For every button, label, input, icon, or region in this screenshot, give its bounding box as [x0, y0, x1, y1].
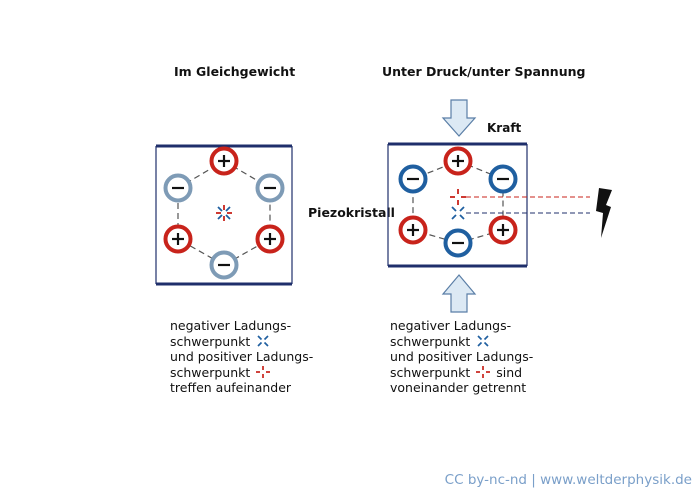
positive-charge-icon — [163, 224, 193, 254]
negative-charge-icon — [398, 164, 428, 194]
caption-text: schwerpunkt — [170, 364, 251, 380]
caption-equilibrium: negativer Ladungs- schwerpunkt und posit… — [170, 318, 313, 396]
charge-centers-coinciding-icon — [216, 205, 232, 221]
negative-charge-icon — [488, 164, 518, 194]
lightning-bolt-icon — [596, 188, 612, 238]
caption-line: schwerpunkt — [170, 334, 313, 350]
negative-charge-icon — [163, 173, 193, 203]
credit-link[interactable]: CC by-nc-nd | www.weltderphysik.de — [444, 472, 692, 488]
caption-line: schwerpunkt — [170, 365, 313, 381]
caption-line: schwerpunkt sind — [390, 365, 533, 381]
caption-text: schwerpunkt — [170, 333, 251, 349]
caption-text: sind — [496, 364, 523, 380]
positive-charge-icon — [443, 146, 473, 176]
piezocrystal-label: Piezokristall — [308, 205, 395, 220]
caption-line: und positiver Ladungs- — [170, 349, 314, 365]
caption-line: treffen aufeinander — [170, 380, 292, 396]
caption-line: negativer Ladungs- — [390, 318, 512, 333]
negative-center-icon — [477, 334, 489, 347]
caption-text: schwerpunkt — [390, 364, 471, 380]
force-label: Kraft — [487, 121, 522, 135]
caption-line: und positiver Ladungs- — [390, 349, 534, 365]
positive-charge-icon — [398, 215, 428, 245]
negative-charge-icon — [255, 173, 285, 203]
caption-line: voneinander getrennt — [390, 380, 527, 396]
positive-center-icon — [256, 365, 271, 378]
positive-center-icon — [450, 189, 466, 205]
caption-line: schwerpunkt — [390, 334, 533, 350]
negative-charge-icon — [443, 228, 473, 258]
force-arrow-down-icon — [441, 99, 477, 137]
positive-charge-icon — [209, 146, 239, 176]
title-under-pressure: Unter Druck/unter Spannung — [382, 64, 586, 79]
title-equilibrium: Im Gleichgewicht — [174, 64, 296, 79]
positive-charge-icon — [255, 224, 285, 254]
negative-center-icon — [451, 206, 465, 220]
force-arrow-up-icon — [441, 274, 477, 313]
negative-center-icon — [257, 334, 269, 347]
positive-center-icon — [476, 365, 491, 378]
positive-charge-icon — [488, 215, 518, 245]
caption-text: schwerpunkt — [390, 333, 471, 349]
caption-line: negativer Ladungs- — [170, 318, 292, 333]
caption-under-pressure: negativer Ladungs- schwerpunkt und posit… — [390, 318, 533, 396]
negative-charge-icon — [209, 250, 239, 280]
